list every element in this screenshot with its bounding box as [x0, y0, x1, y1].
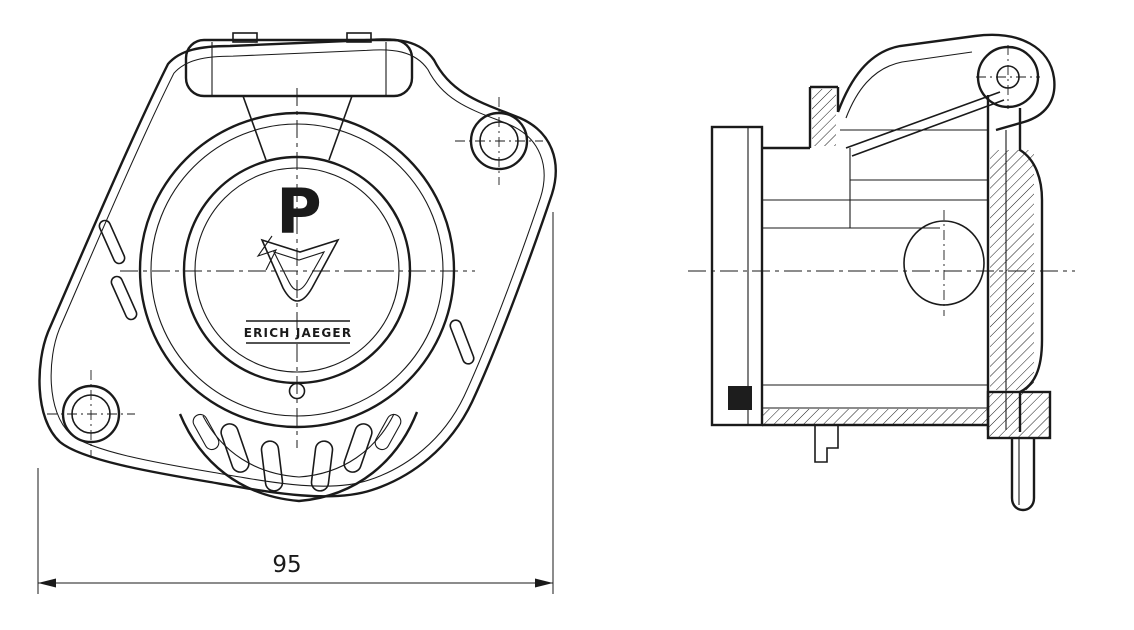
brand-bar: ERICH JAEGER: [244, 320, 353, 344]
lid-lever-bracket: [836, 33, 1056, 157]
lid-plate-section: [986, 95, 1044, 432]
mounting-hole-top-right: [455, 97, 543, 185]
bottom-tab: [814, 425, 839, 463]
section-wall-hatch-top: [812, 89, 836, 146]
flange-edge-tabs: [98, 219, 475, 365]
bottom-grip: [178, 411, 419, 503]
spring-arm: [845, 91, 1001, 149]
width-dimension: 95: [37, 212, 554, 594]
mounting-hole-bottom-left: [47, 370, 135, 458]
side-body-housing: [728, 85, 988, 463]
brand-logo-icon: [256, 235, 340, 302]
lid-letter: P: [276, 175, 321, 248]
flange-plate: [38, 38, 557, 498]
lid-foot: [986, 390, 1052, 440]
seal-section: [728, 386, 752, 410]
front-view: P ERICH JAEGER: [37, 32, 557, 594]
side-front-rim: [710, 125, 764, 427]
front-centerlines: [120, 88, 475, 448]
dimension-label: 95: [272, 552, 301, 578]
locating-pin: [1010, 438, 1036, 512]
section-wall-hatch-bottom: [763, 409, 988, 424]
hinge-block: [184, 32, 414, 161]
brand-label: ERICH JAEGER: [244, 326, 353, 340]
side-view: [688, 33, 1075, 512]
